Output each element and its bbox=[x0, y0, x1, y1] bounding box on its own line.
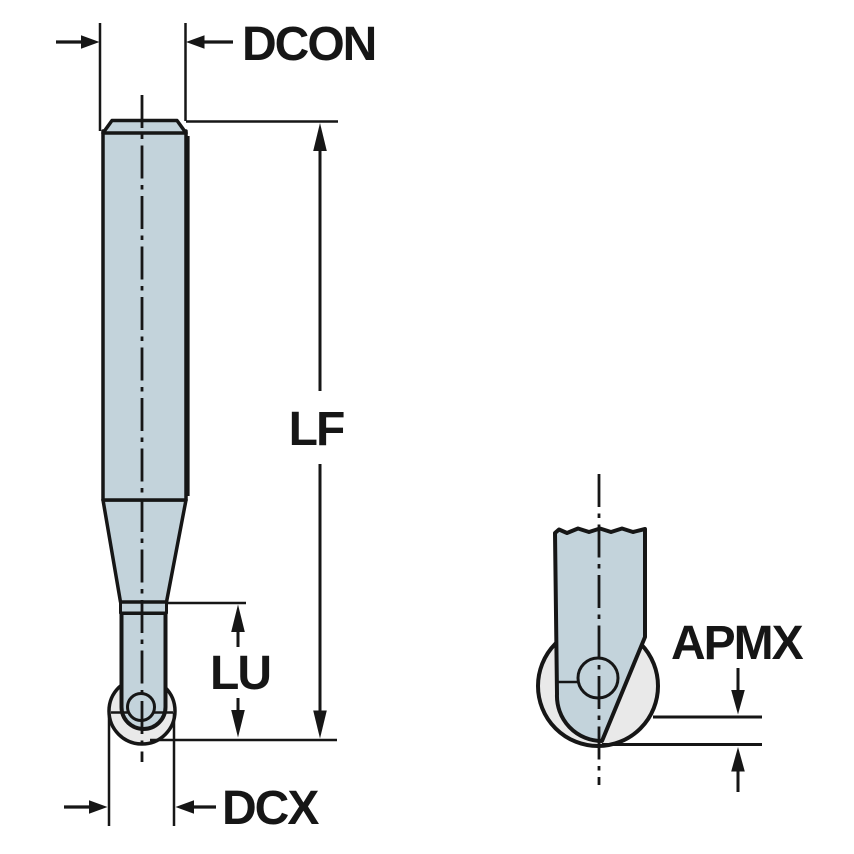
lf-label: LF bbox=[289, 403, 344, 456]
apmx-label: APMX bbox=[671, 617, 804, 670]
tool-tip-detail-view bbox=[536, 474, 660, 785]
apmx-arrowhead-up-icon bbox=[731, 747, 745, 772]
dimension-dcx: DCX bbox=[64, 713, 321, 835]
lu-label: LU bbox=[210, 647, 270, 700]
dimension-lu: LU bbox=[150, 601, 337, 742]
dcon-arrowhead-right-icon bbox=[186, 35, 205, 49]
dcx-label: DCX bbox=[222, 782, 319, 835]
dimension-lf: LF bbox=[186, 120, 346, 739]
lu-arrowhead-down-icon bbox=[231, 710, 245, 738]
dcx-arrowhead-right-icon bbox=[175, 800, 194, 814]
lf-arrowhead-down-icon bbox=[313, 710, 327, 739]
lu-arrowhead-up-icon bbox=[231, 604, 245, 632]
apmx-arrowhead-down-icon bbox=[731, 690, 745, 715]
shank-top-bevel bbox=[101, 118, 188, 135]
dimension-dcon: DCON bbox=[56, 18, 377, 131]
lf-arrowhead-up-icon bbox=[313, 123, 327, 151]
tool-side-view bbox=[101, 95, 190, 762]
dimension-apmx: APMX bbox=[602, 617, 806, 792]
tool-shank bbox=[101, 129, 188, 502]
dcx-arrowhead-left-icon bbox=[89, 800, 108, 814]
dcon-arrowhead-left-icon bbox=[81, 35, 100, 49]
tool-taper bbox=[101, 498, 188, 604]
dcon-label: DCON bbox=[242, 18, 375, 71]
